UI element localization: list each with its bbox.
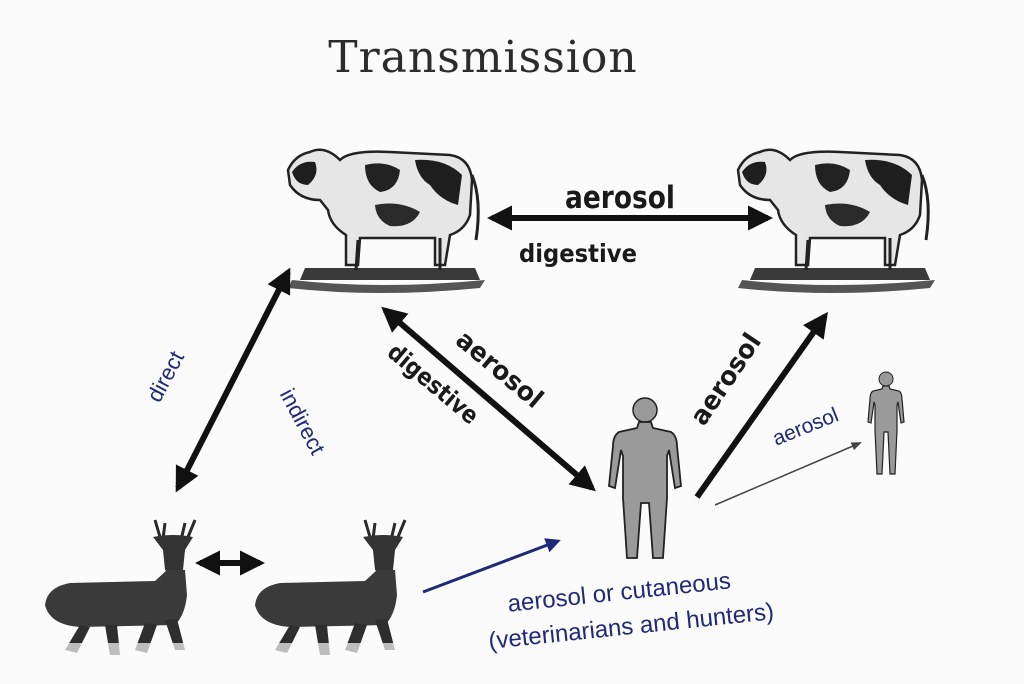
arrow-human-human: [715, 443, 860, 505]
label-cows-digestive: digestive: [519, 239, 637, 268]
arrow-cow-human: [385, 310, 592, 488]
cow-left-icon: [288, 150, 485, 293]
label-indirect: indirect: [275, 384, 330, 458]
cow-right-icon: [738, 150, 935, 293]
human-small-icon: [868, 372, 904, 474]
label-direct: direct: [142, 347, 189, 406]
arrow-cow-deer: [178, 272, 288, 488]
human-large-icon: [609, 398, 681, 558]
label-human-human-aerosol: aerosol: [769, 403, 841, 450]
deer-right-icon: [245, 520, 415, 661]
deer-left-icon: [35, 520, 205, 661]
label-cows-aerosol: aerosol: [565, 180, 675, 216]
arrow-deer-human: [423, 541, 558, 592]
